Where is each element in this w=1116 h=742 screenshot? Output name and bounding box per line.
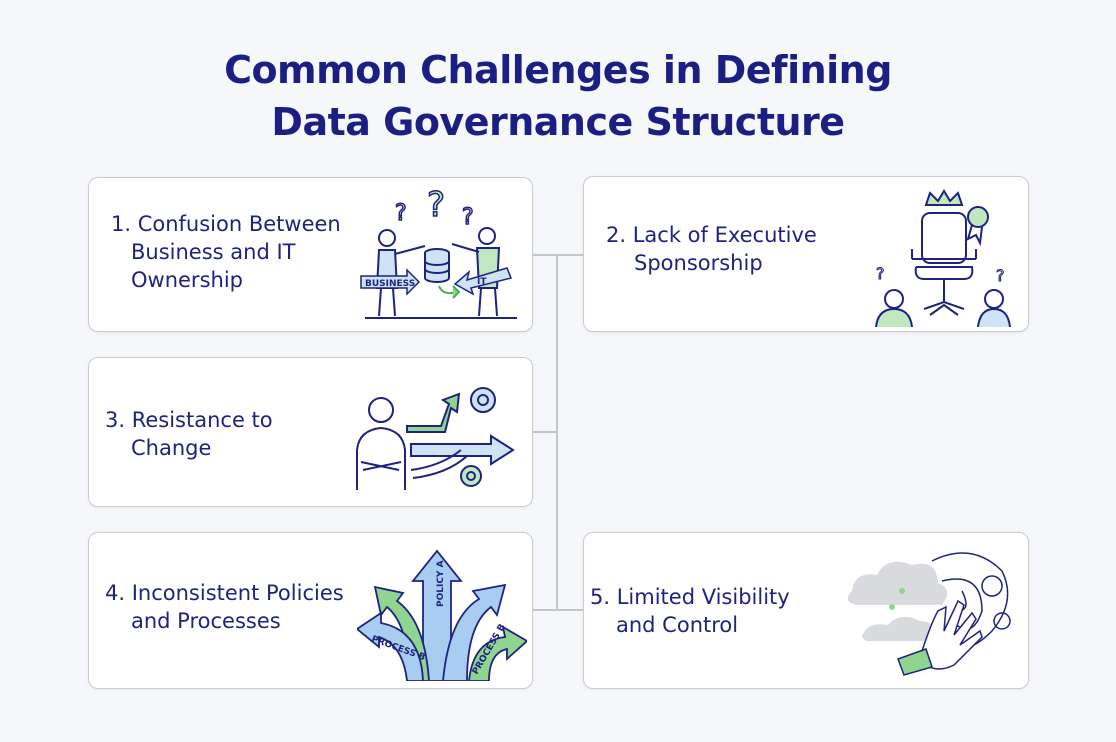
title-line-1: Common Challenges in Defining	[224, 48, 892, 92]
svg-text:?: ?	[427, 188, 445, 225]
label-line: and Processes	[131, 609, 281, 633]
label-line: Ownership	[131, 268, 243, 292]
label-line: Business and IT	[131, 240, 296, 264]
svg-text:?: ?	[395, 201, 407, 226]
executive-chair-illustration: ??	[875, 189, 1011, 327]
challenge-card-5: 5. Limited Visibility and Control	[583, 532, 1029, 689]
label-line: 5. Limited Visibility	[590, 585, 790, 609]
label-line: 4. Inconsistent Policies	[105, 581, 344, 605]
label-line: 3. Resistance to	[105, 408, 273, 432]
policy-a-tag: POLICY A	[436, 560, 446, 607]
label-line: 2. Lack of Executive	[606, 223, 817, 247]
challenge-card-2: 2. Lack of Executive Sponsorship ??	[583, 176, 1029, 332]
label-line: and Control	[616, 613, 739, 637]
connector	[532, 431, 557, 433]
challenge-label: 5. Limited Visibility and Control	[590, 583, 790, 639]
svg-text:?: ?	[996, 266, 1005, 285]
fog-maze-illustration	[847, 552, 1011, 676]
page-title: Common Challenges in Defining Data Gover…	[0, 44, 1116, 148]
challenge-label: 2. Lack of Executive Sponsorship	[606, 221, 817, 277]
label-line: Sponsorship	[634, 251, 763, 275]
challenge-label: 1. Confusion Between Business and IT Own…	[111, 210, 341, 294]
challenge-card-3: 3. Resistance to Change	[88, 357, 533, 507]
connector	[532, 254, 583, 256]
title-line-2: Data Governance Structure	[271, 100, 845, 144]
svg-text:?: ?	[876, 264, 885, 283]
challenge-label: 3. Resistance to Change	[105, 406, 273, 462]
resistance-to-change-illustration	[356, 387, 515, 490]
challenge-label: 4. Inconsistent Policies and Processes	[105, 579, 344, 635]
connector-vertical	[556, 254, 558, 611]
svg-text:?: ?	[462, 205, 474, 230]
business-it-ownership-illustration: ? ? ? BUSINESS IT	[360, 188, 517, 319]
label-line: 1. Confusion Between	[111, 212, 341, 236]
label-line: Change	[131, 436, 212, 460]
challenge-card-1: 1. Confusion Between Business and IT Own…	[88, 177, 533, 332]
business-tag: BUSINESS	[365, 279, 415, 289]
diverging-arrows-illustration: POLICY A PROCESS B PROCESS B	[357, 549, 527, 681]
it-tag: IT	[477, 277, 487, 287]
challenge-card-4: 4. Inconsistent Policies and Processes P…	[88, 532, 533, 689]
connector	[532, 609, 583, 611]
